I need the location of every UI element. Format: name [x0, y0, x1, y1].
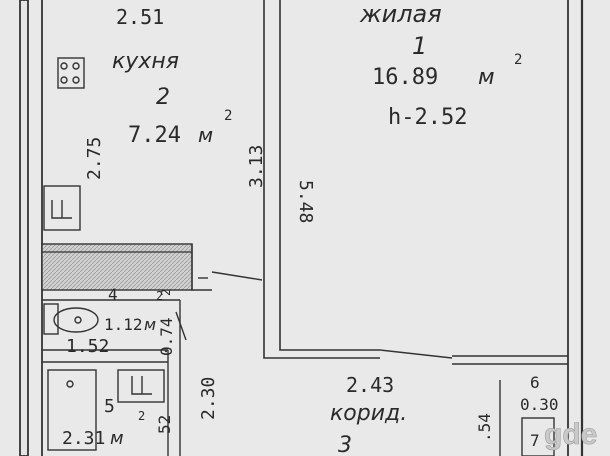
bathtub-icon	[47, 369, 97, 451]
dim-kitchen-side: 2.75	[84, 137, 105, 180]
outer-walls	[19, 0, 584, 456]
toilet-exp: 2	[156, 289, 163, 303]
stove-icon	[57, 57, 85, 89]
toilet-area: 1.12	[104, 315, 143, 334]
dim-bath-h: 2.30	[198, 377, 219, 420]
closet-area: 0.30	[520, 395, 559, 414]
sink-icon	[43, 185, 81, 231]
kitchen-name: кухня	[112, 49, 179, 74]
washbasin-icon	[117, 369, 165, 403]
closet-icon	[521, 417, 555, 456]
ventilation-shaft	[41, 243, 193, 291]
dim-bath-side: 52	[155, 415, 174, 434]
kitchen-number: 2	[156, 85, 170, 110]
bath-area: 2.31	[62, 428, 105, 449]
dim-closet-side: .54	[475, 413, 494, 442]
dim-living-wall: 5.48	[295, 180, 316, 223]
living-room-exp: 2	[514, 52, 522, 68]
corridor-number: 3	[338, 433, 352, 456]
watermark-logo: gde	[544, 418, 598, 452]
kitchen-area: 7.24	[128, 123, 181, 148]
dim-top-left: 2.51	[116, 5, 164, 29]
bath-unit: м	[110, 428, 124, 449]
bath-number: 5	[104, 396, 115, 417]
corridor-name: корид.	[330, 401, 407, 426]
dim-toilet-exp: 2	[159, 289, 173, 296]
bath-walls	[42, 244, 501, 456]
closet-number: 6	[530, 373, 540, 392]
dim-toilet-w: 1.52	[66, 336, 109, 357]
toilet-icon	[43, 303, 99, 335]
wall-living-kitchen	[263, 0, 568, 365]
kitchen-unit: м	[198, 123, 213, 147]
toilet-number: 4	[108, 285, 118, 304]
living-room-area: 16.89	[372, 65, 438, 90]
dim-kitchen-wall: 3.13	[246, 145, 267, 188]
closet-sub-number: 7	[530, 431, 540, 450]
watermark-text: gde	[544, 418, 597, 451]
toilet-unit: м	[144, 315, 156, 334]
dim-toilet-h: 0.74	[157, 317, 176, 356]
living-room-number: 1	[412, 32, 427, 60]
dim-corridor-w: 2.43	[346, 373, 394, 397]
living-room-unit: м	[478, 65, 495, 90]
bath-exp: 2	[138, 409, 145, 423]
door-swings	[211, 271, 453, 359]
living-room-height: h-2.52	[388, 105, 467, 130]
kitchen-exp: 2	[224, 108, 232, 124]
living-room-name: жилая	[359, 0, 442, 28]
